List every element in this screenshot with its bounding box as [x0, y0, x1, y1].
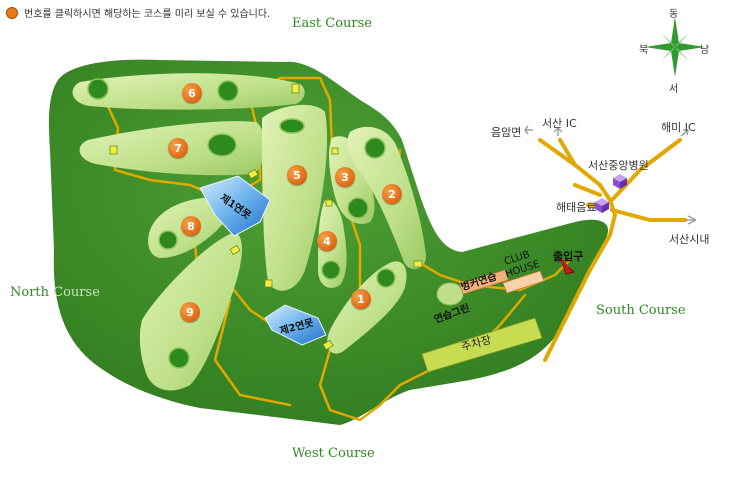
pond-2: [264, 304, 327, 346]
hole-9-button[interactable]: 9: [180, 302, 200, 322]
compass-label-north: 동: [669, 9, 679, 20]
haetae-label: 해태음료: [556, 201, 597, 214]
compass-rose: [645, 17, 705, 77]
landmark-cubes: [595, 174, 627, 213]
entrance-label: 출입구: [553, 250, 584, 263]
west-course-label[interactable]: West Course: [292, 446, 375, 461]
hole-marker-icon: [6, 6, 18, 19]
hole-8-button[interactable]: 8: [181, 216, 201, 236]
compass-label-west: 북: [639, 45, 649, 56]
pond-1: [199, 175, 271, 237]
hospital-label: 서산중앙병원: [588, 159, 649, 172]
hole-4-button[interactable]: 4: [317, 231, 337, 251]
hole-5-button[interactable]: 5: [287, 165, 307, 185]
eumam-label: 음암면: [491, 126, 522, 139]
hole-2-button[interactable]: 2: [382, 184, 402, 204]
road-arrows: [524, 125, 697, 225]
hole-6-button[interactable]: 6: [182, 83, 202, 103]
legend-text: 번호를 클릭하시면 해당하는 코스를 미리 보실 수 있습니다.: [24, 9, 271, 20]
compass-label-south: 서: [669, 84, 679, 95]
club-house-block: [459, 269, 545, 295]
parking-lot: [421, 317, 543, 373]
hole-1-button[interactable]: 1: [351, 289, 371, 309]
greens: [87, 78, 396, 369]
hole-7-button[interactable]: 7: [168, 138, 188, 158]
north-course-label[interactable]: North Course: [10, 285, 100, 300]
hole-3-button[interactable]: 3: [335, 167, 355, 187]
seosan-city-label: 서산시내: [669, 233, 710, 246]
compass-label-east: 남: [700, 45, 710, 56]
haemi-ic-label: 해미 IC: [661, 121, 696, 134]
east-course-label[interactable]: East Course: [292, 16, 372, 31]
legend: 번호를 클릭하시면 해당하는 코스를 미리 보실 수 있습니다.: [6, 5, 270, 20]
north-course-label-suffix: Course: [53, 285, 100, 300]
north-course-label-word: North: [10, 285, 50, 300]
fairway-5: [262, 104, 328, 291]
tee-boxes: [109, 83, 423, 351]
seosan-ic-label: 서산 IC: [542, 117, 577, 130]
external-roads: [538, 138, 687, 362]
south-course-label[interactable]: South Course: [596, 303, 686, 318]
